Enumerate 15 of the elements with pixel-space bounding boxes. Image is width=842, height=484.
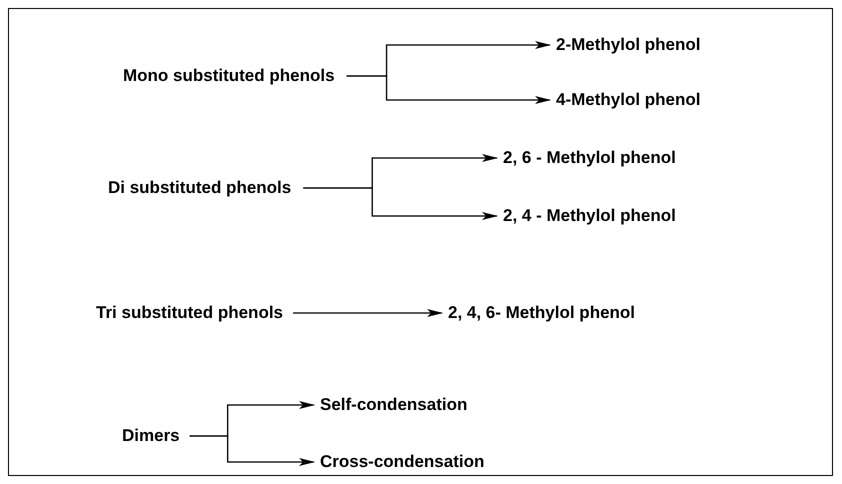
node-label: 2, 4, 6- Methylol phenol [448,302,636,324]
node-label: Cross-condensation [320,451,484,473]
node-label: Self-condensation [320,394,468,416]
arrow [293,309,443,317]
node-label: 2, 6 - Methylol phenol [503,147,676,169]
node-label: 2, 4 - Methylol phenol [503,205,676,227]
node-label: Dimers [122,425,180,447]
node-label: 2-Methylol phenol [556,34,700,56]
arrow [303,187,498,220]
node-label: 4-Methylol phenol [556,89,700,111]
arrow [190,435,315,466]
node-label: Tri substituted phenols [96,302,284,324]
node-label: Mono substituted phenols [123,65,335,87]
arrow [346,75,551,104]
node-label: Di substituted phenols [108,177,292,199]
